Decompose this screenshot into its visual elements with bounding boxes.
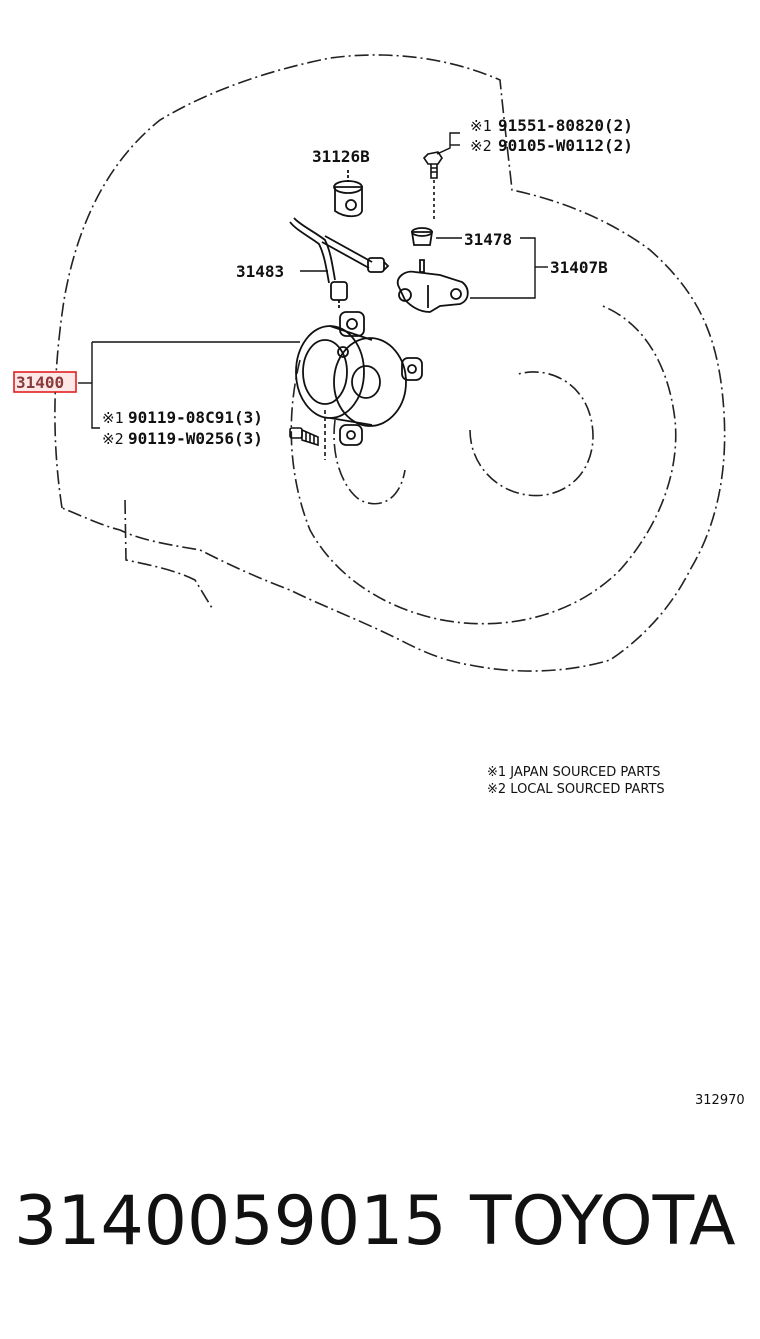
part-label-31483[interactable]: 31483	[236, 262, 284, 281]
bolt-left-part-2[interactable]: 90119-W0256(3)	[128, 429, 263, 448]
legend-line-1: ※1 JAPAN SOURCED PARTS	[487, 765, 661, 780]
part-label-31407b[interactable]: 31407B	[550, 258, 608, 277]
brand-name: TOYOTA	[470, 1182, 736, 1261]
release-cylinder	[295, 311, 423, 446]
leader-lines	[78, 132, 548, 429]
bolt-top-part-2[interactable]: 90105-W0112(2)	[498, 136, 633, 155]
hose-31483	[289, 217, 390, 308]
housing-outline	[54, 54, 726, 672]
bolt-left-mark-1: ※1	[102, 409, 124, 427]
part-label-31478[interactable]: 31478	[464, 230, 512, 249]
legend-line-2: ※2 LOCAL SOURCED PARTS	[487, 782, 665, 797]
bolt-left-mark-2: ※2	[102, 430, 124, 448]
boot-31126b	[333, 170, 363, 218]
bolt-left-part-1[interactable]: 90119-08C91(3)	[128, 408, 263, 427]
highlight-box	[13, 371, 77, 393]
bolt-top-mark-2: ※2	[470, 137, 492, 155]
bolt-top	[422, 151, 443, 220]
bolt-cylinder	[289, 410, 326, 460]
bracket-31407b	[396, 227, 469, 313]
figure-id: 312970	[695, 1093, 745, 1108]
part-number-title: 3140059015	[14, 1182, 447, 1261]
bolt-top-part-1[interactable]: 91551-80820(2)	[498, 116, 633, 135]
part-label-31400[interactable]: 31400	[16, 373, 64, 392]
part-label-31126b[interactable]: 31126B	[312, 147, 370, 166]
bolt-top-mark-1: ※1	[470, 117, 492, 135]
